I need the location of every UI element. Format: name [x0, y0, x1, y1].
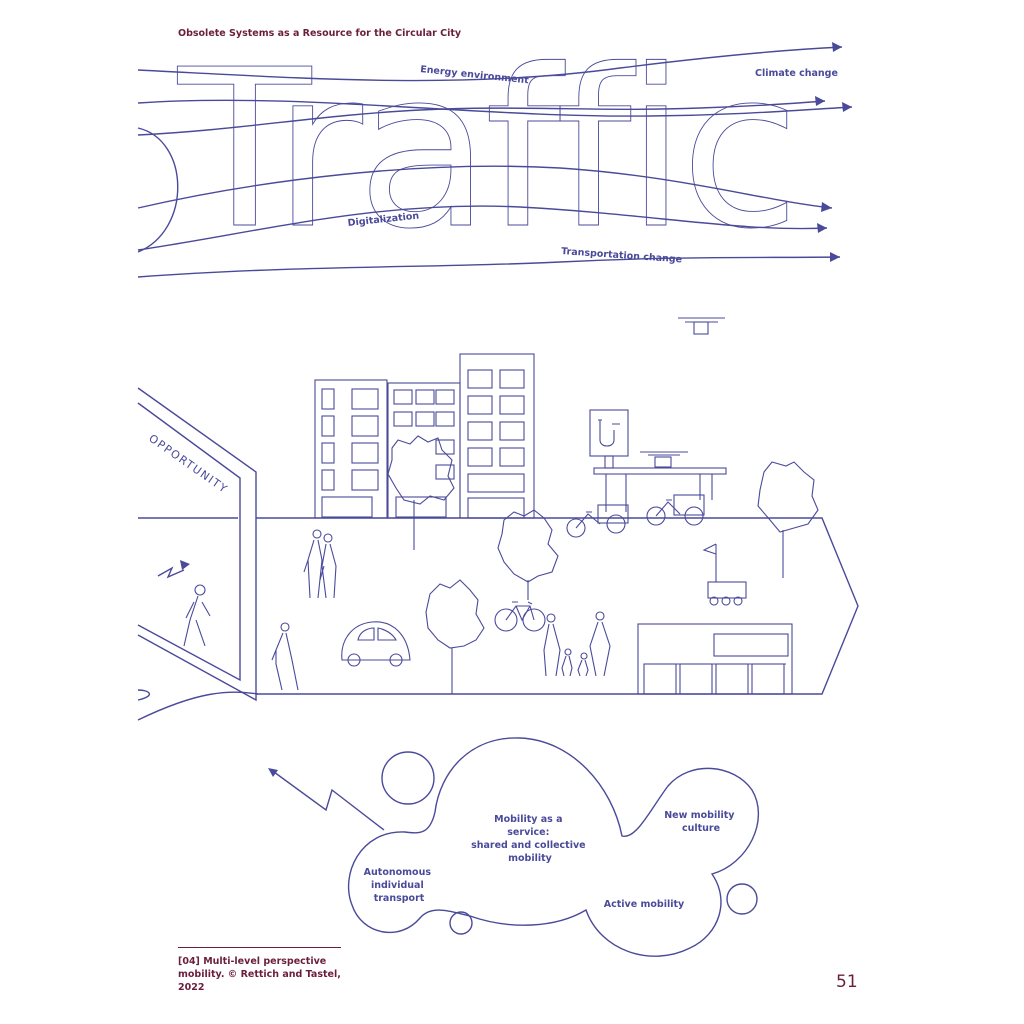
- new-culture-line-2: culture: [682, 823, 720, 834]
- bubble-text-autonomous: Autonomous individual transport: [364, 867, 435, 904]
- maas-line-1: Mobility as a: [494, 814, 562, 825]
- arrow-head-5: [817, 223, 827, 233]
- delivery-robot-icon: [702, 543, 747, 606]
- platform-outline: [256, 517, 859, 695]
- trees: [387, 435, 819, 694]
- maas-line-3: shared and collective: [471, 840, 586, 851]
- bubble-small-top: [381, 751, 435, 805]
- flow-line-6: [137, 256, 841, 278]
- building-windows: [321, 369, 525, 519]
- ev-charging-station: [589, 409, 727, 512]
- arrow-head-6: [830, 252, 840, 262]
- bubble-text-active: Active mobility: [604, 899, 685, 910]
- buildings: [314, 353, 535, 519]
- opportunity-label: OPPORTUNITY: [146, 432, 230, 496]
- tree-4: [757, 461, 819, 578]
- flow-line-3: [137, 100, 826, 136]
- left-curve: [137, 127, 179, 253]
- cargo-bikes: [566, 494, 705, 538]
- sign-bottom-arc: [137, 689, 150, 701]
- platform-left-curve: [137, 691, 259, 721]
- caption-rule: [178, 947, 341, 948]
- new-culture-line-1: New mobility: [664, 810, 735, 821]
- running-header: Obsolete Systems as a Resource for the C…: [178, 28, 462, 39]
- arrow-head-1: [832, 42, 842, 52]
- flow-line-4: [137, 165, 833, 209]
- people: [271, 529, 611, 691]
- page-number: 51: [836, 972, 858, 992]
- drone-icon: [678, 317, 725, 335]
- tree-2: [497, 509, 559, 600]
- family-figures: [543, 611, 611, 677]
- sign-inner: [137, 402, 241, 682]
- car-icon: [341, 621, 411, 667]
- couple-figures: [303, 529, 337, 599]
- walking-person: [271, 622, 299, 691]
- autonomous-line-3: transport: [374, 893, 425, 904]
- pedestrian-figure-sign: [183, 584, 211, 647]
- sign-zigzag: [157, 566, 185, 579]
- sign-arrow-head: [180, 560, 190, 570]
- tree-1: [387, 435, 455, 550]
- opportunity-arrow: [268, 768, 385, 831]
- autonomous-line-1: Autonomous: [364, 867, 432, 878]
- arrow-head-2: [842, 102, 852, 112]
- maas-line-2: service:: [507, 827, 549, 838]
- flow-line-1: [137, 46, 843, 82]
- autonomous-line-2: individual: [371, 880, 424, 891]
- arrow-head-4: [821, 202, 832, 212]
- opportunity-sign: OPPORTUNITY: [137, 387, 257, 702]
- big-word-traffic: Traffic: [177, 24, 794, 277]
- charging-drone-icon: [640, 451, 688, 468]
- bus-shelter: [637, 623, 793, 695]
- bubble-text-maas: Mobility as a service: shared and collec…: [471, 814, 589, 864]
- bubble-text-new-culture: New mobility culture: [664, 810, 738, 834]
- zigzag-line: [273, 771, 385, 831]
- sign-outline: [137, 387, 257, 702]
- bubble-small-right: [726, 883, 758, 915]
- label-climate-change: Climate change: [755, 68, 838, 79]
- bubble-cloud-outline: [347, 737, 760, 957]
- street-platform: [137, 517, 859, 721]
- bicycle-icon: [494, 601, 546, 632]
- figure-caption: [04] Multi-level perspective mobility. ©…: [178, 956, 341, 993]
- flow-lines: [137, 42, 853, 278]
- maas-line-4: mobility: [508, 853, 553, 864]
- flow-line-2: [137, 99, 853, 117]
- tree-3: [425, 579, 485, 694]
- zigzag-arrow-head: [268, 768, 278, 777]
- arrow-head-3: [815, 96, 825, 106]
- flow-line-5: [137, 205, 828, 251]
- mobility-bubbles: Mobility as a service: shared and collec…: [347, 737, 760, 957]
- bubble-small-bottom: [449, 911, 473, 935]
